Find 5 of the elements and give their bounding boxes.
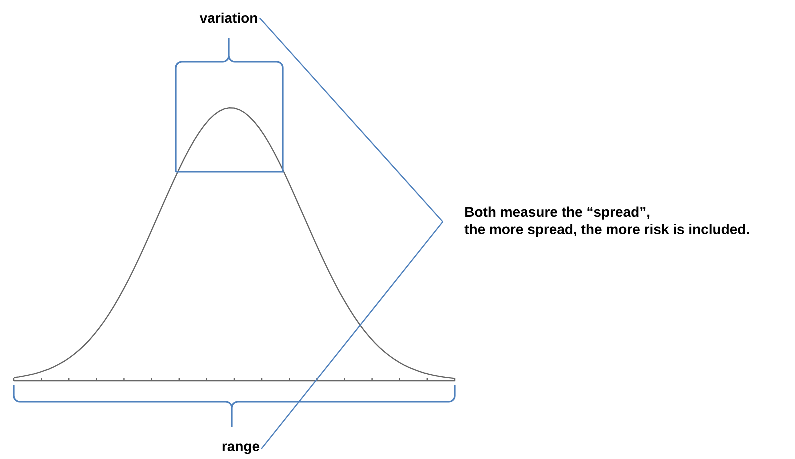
note-text: Both measure the “spread”, the more spread, the more risk is included.	[464, 206, 750, 238]
leader-line	[261, 222, 444, 450]
axis-label: variation	[200, 12, 258, 24]
leader-line	[259, 18, 444, 222]
axis-label: range	[222, 444, 260, 454]
